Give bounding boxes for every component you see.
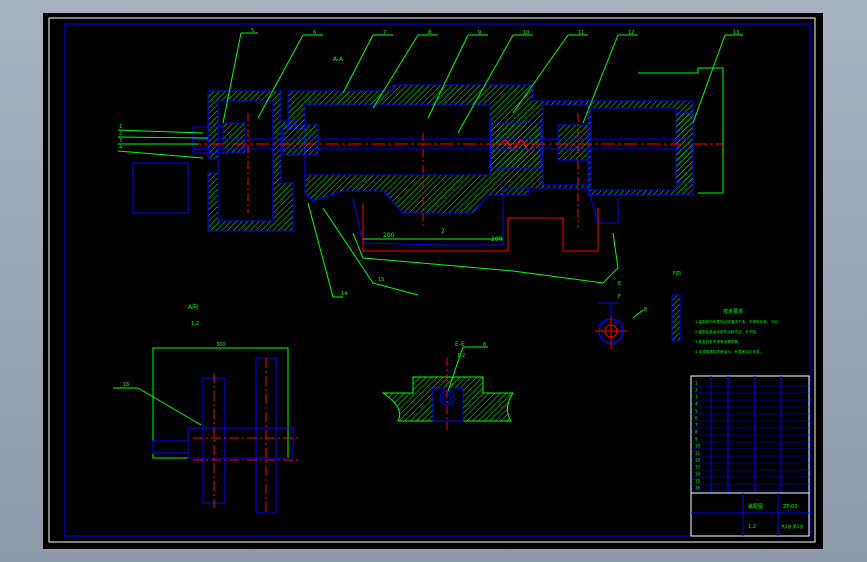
svg-text:9: 9 — [478, 30, 481, 36]
title-block-row-number: 15 — [695, 479, 701, 484]
detail-e-label: E — [618, 281, 621, 287]
dim-text-1: 200 — [383, 232, 395, 239]
view-a-title: A向 — [188, 303, 198, 311]
title-block-row-number: 5 — [695, 409, 698, 414]
svg-text:1: 1 — [119, 124, 122, 130]
view-a-scale: 1:2 — [191, 321, 199, 327]
detail-balloon: 8 — [644, 307, 647, 313]
main-section-view: 200 200 2 A-A — [118, 56, 724, 284]
lower-outline-green — [352, 232, 619, 284]
bearing-block-3 — [282, 124, 319, 156]
balloon-leaders-top — [117, 32, 743, 298]
notes-title: 技术要求 — [723, 308, 743, 315]
dim-top: 300 — [216, 342, 226, 348]
svg-text:11: 11 — [578, 30, 584, 36]
note-line-4: 4.涂漆前清除表面油污，外表面涂灰色漆。 — [695, 349, 763, 354]
drawing-scale: 1:2 — [748, 524, 756, 530]
balloon-16: 16 — [123, 382, 129, 388]
left-boss — [132, 162, 189, 214]
svg-text:13: 13 — [733, 30, 739, 36]
drawing-sheet: 共1张 第1张 — [781, 523, 803, 529]
svg-text:8: 8 — [428, 30, 431, 36]
svg-text:3: 3 — [119, 138, 122, 144]
outer-frame — [48, 17, 816, 543]
svg-text:14: 14 — [341, 291, 347, 297]
note-line-2: 2.装配后各运动部件运转灵活，无卡阻。 — [695, 329, 760, 334]
title-block-row-number: 8 — [695, 430, 698, 435]
title-block-row-number: 2 — [695, 388, 698, 393]
lower-body — [352, 187, 619, 246]
svg-text:7: 7 — [383, 30, 386, 36]
detail-f-label: F — [618, 294, 621, 300]
title-block-row-number: 16 — [695, 486, 701, 491]
cross-bar — [187, 427, 294, 459]
detail-rod — [671, 294, 681, 341]
title-block-row-number: 13 — [695, 465, 701, 470]
detail-f-title: F向 — [673, 270, 681, 277]
note-line-3: 3.各密封处不得有渗漏现象。 — [695, 339, 742, 344]
section-ee-balloon: 8 — [483, 342, 486, 348]
title-block-row-number: 9 — [695, 437, 698, 442]
main-view-label: A-A — [333, 56, 344, 63]
note-line-1: 1.装配前所有零件必须清洗干净，不得有毛刺、飞边。 — [695, 319, 781, 324]
left-flange — [192, 126, 224, 154]
right-bracket — [638, 67, 724, 194]
cad-viewport[interactable]: 200 200 2 A-A 5 6 7 — [43, 13, 823, 549]
sub-label: 2 — [441, 228, 445, 235]
svg-text:6: 6 — [313, 30, 316, 36]
detail-f-view: F向 E F 8 — [595, 270, 681, 349]
end-cap — [675, 112, 694, 184]
bore-main — [304, 104, 491, 176]
title-block: 装配图 ZP-00 1:2 共1张 第1张 123456789101112131… — [690, 375, 810, 537]
title-block-row-number: 1 — [695, 381, 698, 386]
title-block-row-number: 12 — [695, 458, 701, 463]
svg-text:10: 10 — [523, 30, 529, 36]
svg-text:4: 4 — [119, 145, 122, 151]
svg-text:5: 5 — [251, 28, 254, 34]
section-ee: E-E 1:2 8 — [381, 341, 514, 433]
dim-text-2: 200 — [491, 236, 503, 243]
housing-left-inner — [217, 100, 274, 222]
title-block-row-number: 14 — [695, 472, 701, 477]
svg-text:12: 12 — [628, 30, 634, 36]
bottom-left-view: A向 1:2 300 16 — [113, 303, 298, 514]
drawing-name: 装配图 — [748, 503, 763, 510]
title-block-row-number: 11 — [695, 451, 701, 456]
inner-frame — [64, 23, 811, 537]
drawing-no: ZP-00 — [783, 504, 798, 510]
title-block-row-number: 7 — [695, 423, 698, 428]
title-block-row-number: 3 — [695, 395, 698, 400]
lower-outline-red — [362, 203, 599, 252]
balloon-numbers: 5 6 7 8 9 10 11 12 13 14 15 1 2 3 4 — [119, 28, 739, 297]
svg-text:2: 2 — [119, 131, 122, 137]
technical-notes: 技术要求 1.装配前所有零件必须清洗干净，不得有毛刺、飞边。 2.装配后各运动部… — [695, 308, 781, 354]
cad-drawing[interactable]: 200 200 2 A-A 5 6 7 — [43, 13, 823, 549]
bearing-block-2 — [557, 124, 589, 161]
section-ee-scale: 1:2 — [457, 353, 465, 359]
section-ee-title: E-E — [455, 341, 465, 348]
title-block-row-number: 4 — [695, 402, 698, 407]
hub — [152, 440, 189, 454]
svg-text:15: 15 — [378, 277, 384, 283]
title-block-row-number: 6 — [695, 416, 698, 421]
title-block-row-number: 10 — [695, 444, 701, 449]
